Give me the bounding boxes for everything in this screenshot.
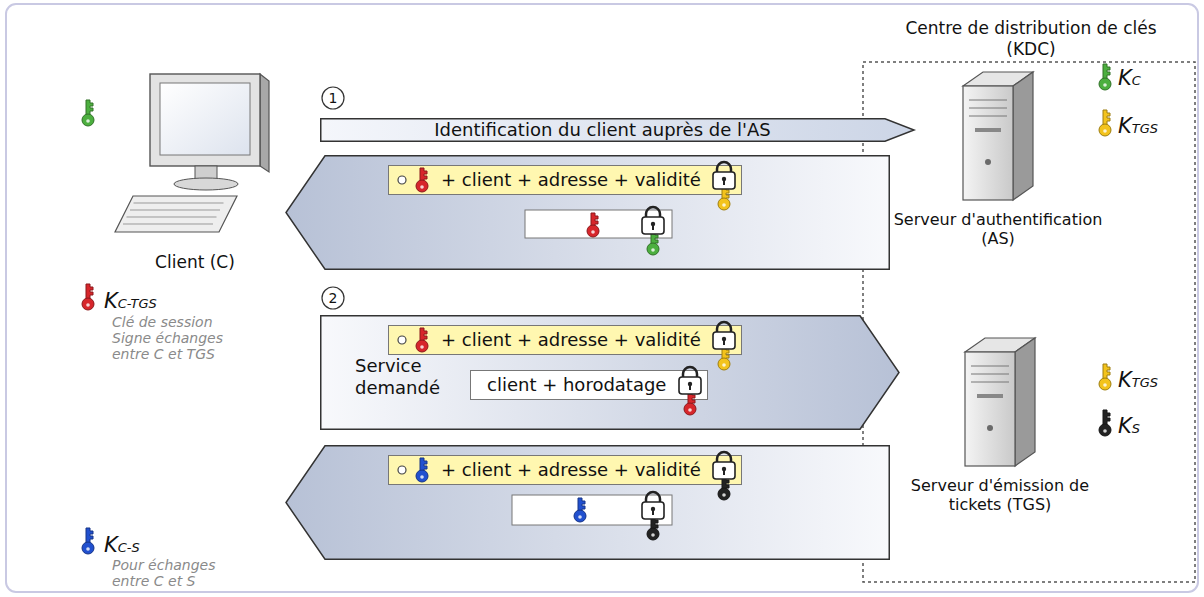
lock-symbol xyxy=(709,449,739,505)
key-symbol xyxy=(647,232,659,255)
request-arrow: Service demandé+ client + adresse + vali… xyxy=(320,315,900,430)
key-symbol xyxy=(82,100,94,126)
request-arrow: Identification du client auprès de l'AS xyxy=(320,118,915,142)
node-text: Identification du client auprès de l'AS xyxy=(320,118,885,142)
key-name: KC xyxy=(1118,66,1141,90)
callout-number: 2 xyxy=(322,287,344,309)
ticket-box: + client + adresse + validité xyxy=(388,165,742,195)
lock-symbol xyxy=(675,364,705,420)
computer-icon xyxy=(115,74,269,232)
ticket-symbols xyxy=(389,166,437,196)
ticket-box: + client + adresse + validité xyxy=(388,325,742,355)
callout-number: 1 xyxy=(322,87,344,109)
key-name: KTGS xyxy=(1118,368,1158,392)
arrow-shape xyxy=(321,119,914,142)
padlock-symbol xyxy=(679,367,701,415)
key-symbol xyxy=(718,347,730,370)
padlock-symbol xyxy=(713,162,735,210)
server-icon xyxy=(965,338,1035,466)
ticket-server: Serveur d'émission de tickets (TGS) xyxy=(910,332,1090,532)
arrow-shape xyxy=(286,156,889,270)
node-text: + client + adresse + validité xyxy=(441,326,701,354)
kdc-region: Centre de distribution de clés (KDC) Serv… xyxy=(862,18,1200,586)
arrow-shape xyxy=(286,446,889,560)
server-icon xyxy=(963,72,1033,200)
frame xyxy=(6,4,1198,592)
client-computer: Client (C) xyxy=(100,70,290,280)
key-symbol xyxy=(416,168,428,192)
callout-circle xyxy=(322,287,344,309)
key-name: KS xyxy=(1118,414,1140,438)
padlock-symbol xyxy=(713,452,735,500)
key-symbol xyxy=(574,498,586,522)
server-illustration xyxy=(893,66,1103,206)
key-name: KTGS xyxy=(1118,114,1158,138)
auth-server: Serveur d'authentification (AS) xyxy=(893,66,1103,266)
key-symbol xyxy=(684,392,696,415)
node-text: Serveur d'émission de tickets (TGS) xyxy=(910,476,1090,514)
key-name: KC-TGS xyxy=(104,289,157,313)
node-text: Client (C) xyxy=(100,252,290,272)
ticket-symbols xyxy=(389,456,437,486)
server-illustration xyxy=(910,332,1090,472)
key-symbol xyxy=(416,328,428,352)
key-symbol xyxy=(82,528,94,554)
key-symbol xyxy=(1099,364,1111,390)
node-text: Service demandé xyxy=(355,355,465,399)
node-text: + client + adresse + validité xyxy=(441,166,701,194)
session-key-box xyxy=(512,495,672,525)
key-symbol xyxy=(1099,110,1111,136)
callout-circle xyxy=(322,87,344,109)
key-symbol xyxy=(82,284,94,310)
padlock-symbol xyxy=(642,492,664,540)
lock-symbol xyxy=(709,319,739,375)
lock-symbol xyxy=(709,159,739,215)
reply-arrow: + client + adresse + validité xyxy=(285,155,890,270)
node-text: client + horodatage xyxy=(487,371,666,399)
reply-arrow: + client + adresse + validité xyxy=(285,445,890,560)
node-text: Centre de distribution de clés (KDC) xyxy=(902,18,1160,60)
key-name: KC-S xyxy=(104,533,140,557)
key-symbol xyxy=(1099,64,1111,90)
key-note: Clé de session Signe échanges entre C et… xyxy=(112,314,244,362)
authenticator-box: client + horodatage xyxy=(470,370,708,400)
node-text: Serveur d'authentification (AS) xyxy=(893,210,1103,248)
key-symbol xyxy=(647,517,659,540)
key-note: Pour échanges entre C et S xyxy=(112,557,244,589)
padlock-symbol xyxy=(642,207,664,255)
key-symbol xyxy=(416,458,428,482)
key-symbol xyxy=(718,187,730,210)
key-symbol xyxy=(1099,410,1111,436)
computer-illustration xyxy=(100,70,290,240)
arrow-shape xyxy=(321,316,899,430)
padlock-symbol xyxy=(713,322,735,370)
ticket-box: + client + adresse + validité xyxy=(388,455,742,485)
node-text: + client + adresse + validité xyxy=(441,456,701,484)
session-key-box xyxy=(525,210,672,238)
ticket-symbols xyxy=(389,326,437,356)
key-symbol xyxy=(587,213,599,237)
key-symbol xyxy=(718,477,730,500)
